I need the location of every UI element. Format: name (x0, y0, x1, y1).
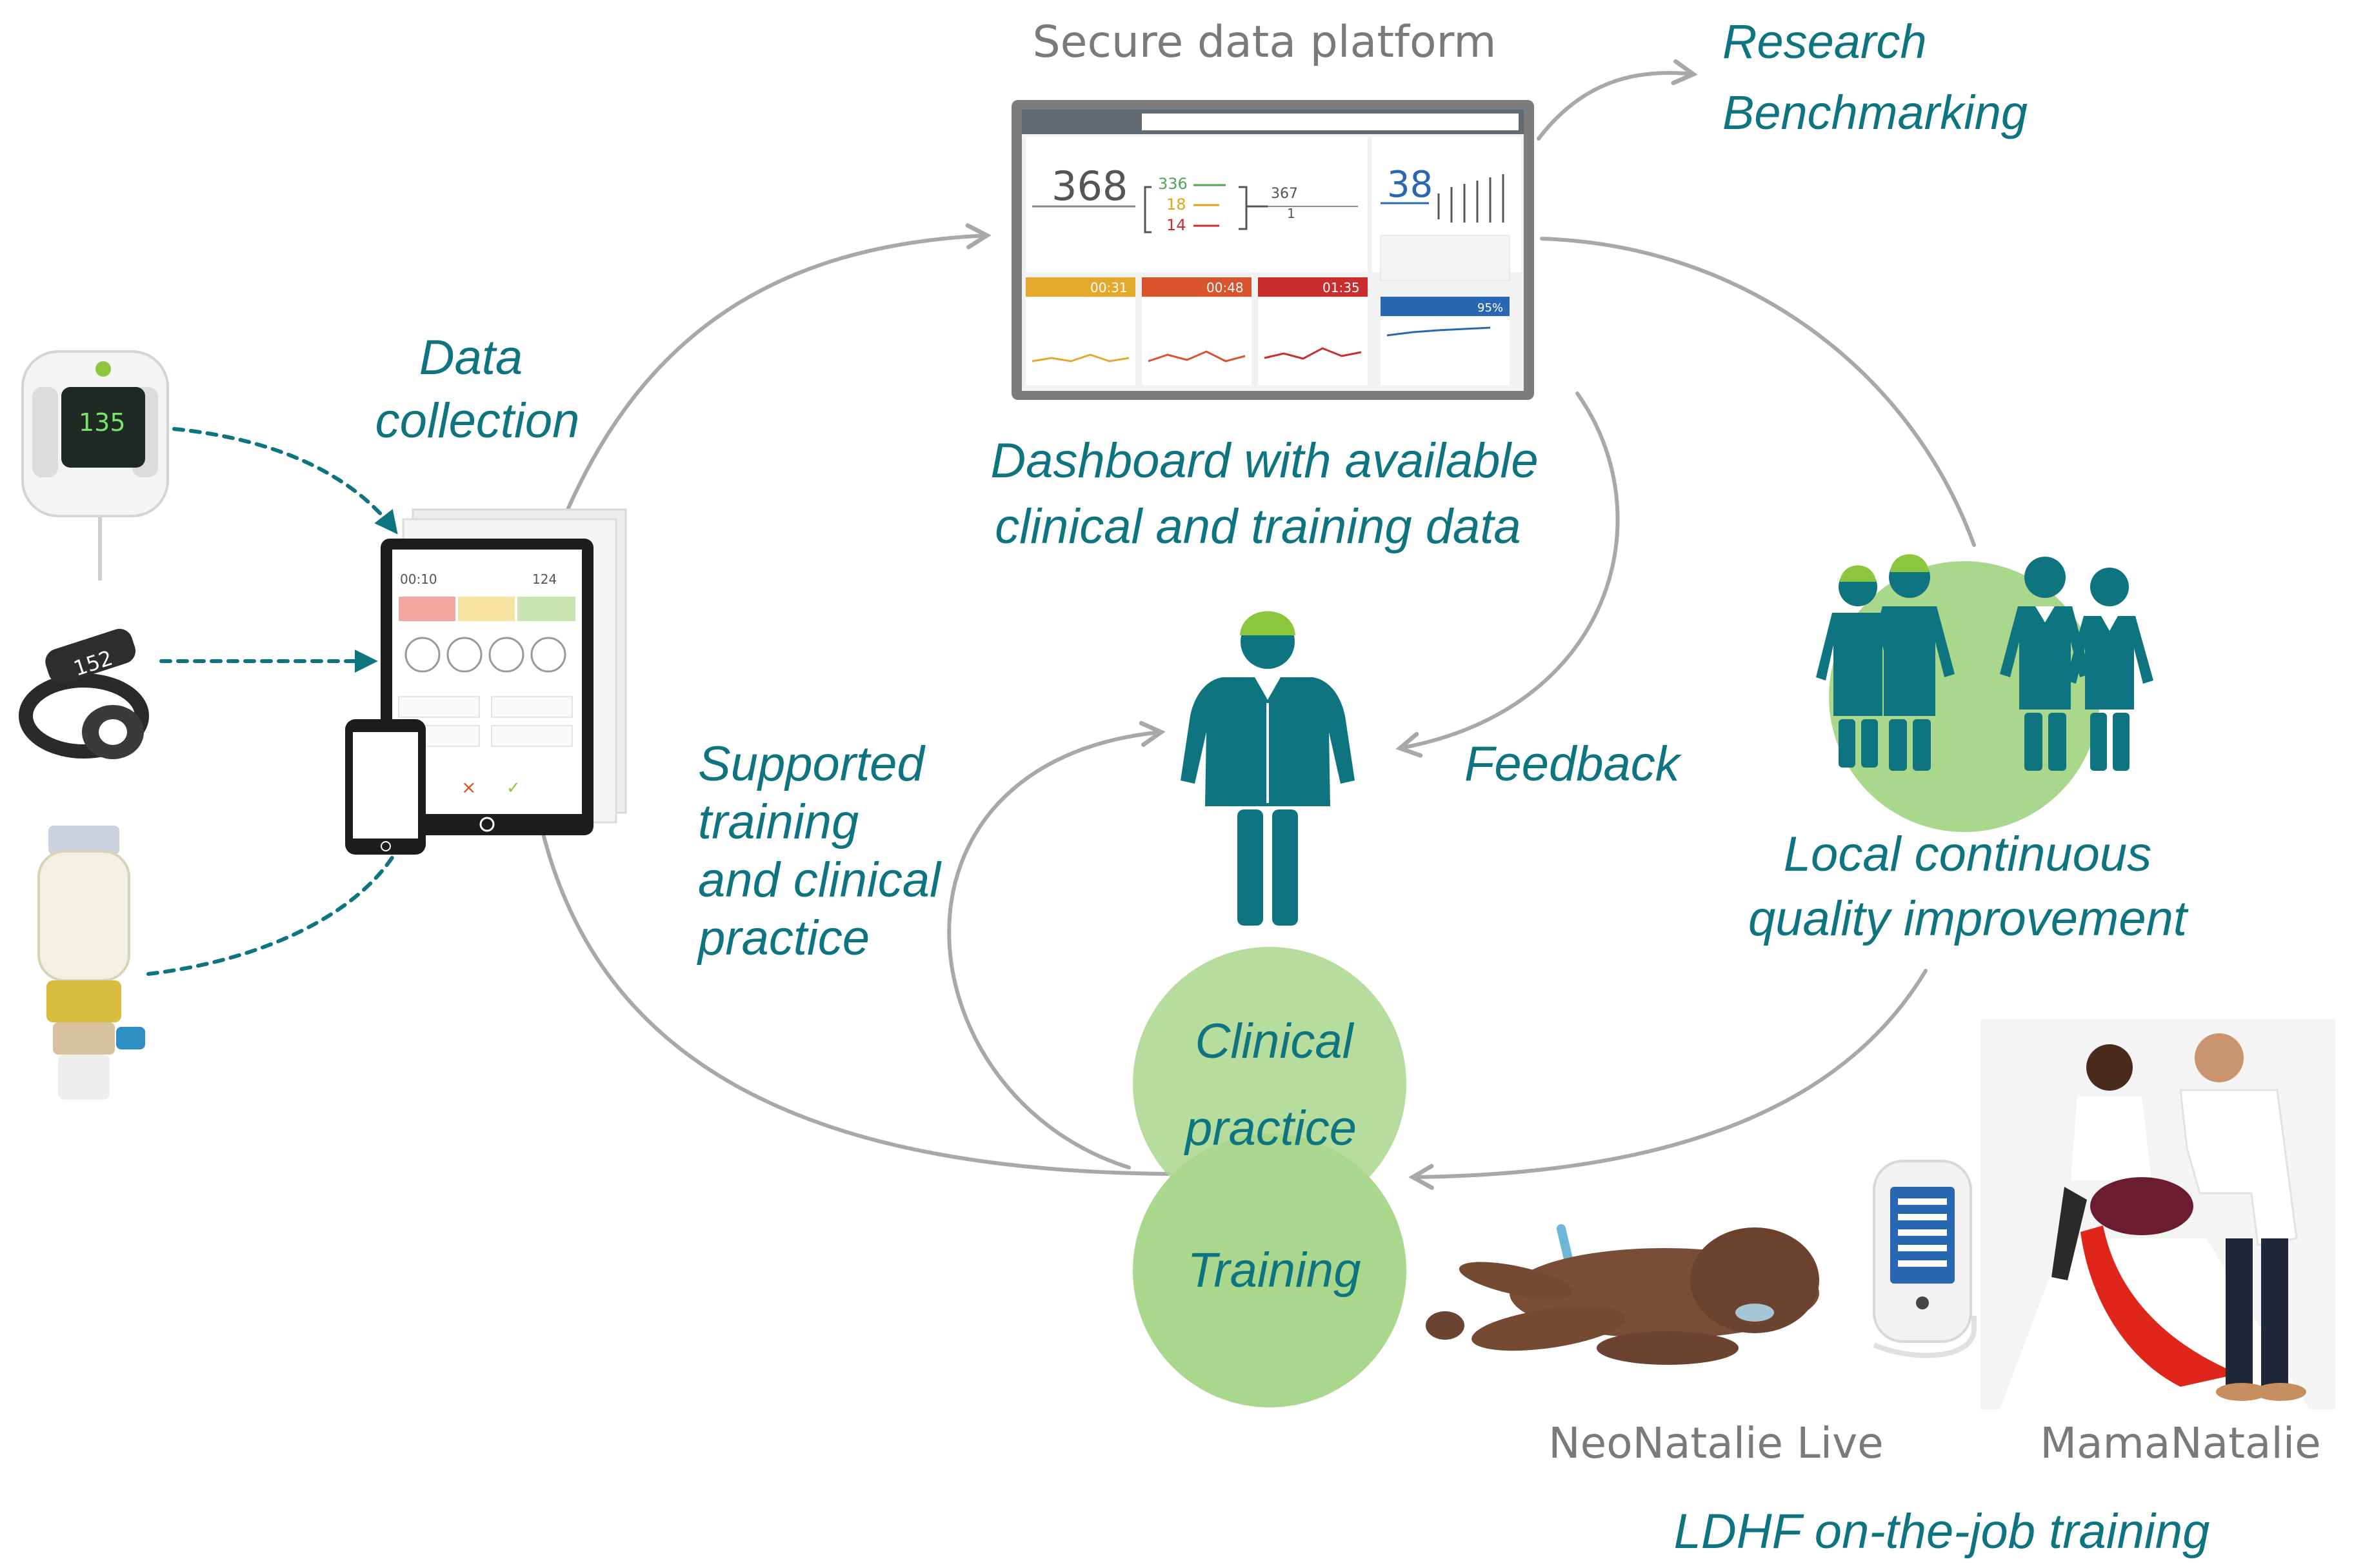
secure-platform-caption: Secure data platform (1032, 17, 1496, 68)
neonatalie-caption: NeoNatalie Live (1548, 1418, 1884, 1468)
dashboard-side-sub: 1 (1287, 206, 1295, 221)
phone-device (345, 719, 426, 855)
dashboard-label-line2: clinical and training data (995, 499, 1521, 554)
mamanatalie-caption: MamaNatalie (2040, 1418, 2321, 1468)
dashboard-monitor: 368 336 18 14 367 1 38 00:31 00 (1012, 100, 1534, 400)
heart-rate-monitor: 135 (21, 350, 169, 581)
local-label-line1: Local continuous (1784, 827, 2151, 882)
practice-training-circles (1133, 947, 1406, 1407)
tablet-count: 124 (532, 571, 557, 587)
dashed-arrow-bag-valve (146, 843, 402, 976)
dashed-arrow-heart-monitor (172, 427, 398, 535)
training-monitor-device (1873, 1160, 1977, 1358)
clinical-label-line1: Clinical (1195, 1014, 1355, 1069)
tablet-device: 00:10 124 × ✓ (381, 508, 627, 835)
dashboard-sub-b: 18 (1166, 195, 1186, 213)
dashboard-percent: 95% (1477, 301, 1503, 315)
arrow-from-tablet (540, 827, 1170, 1176)
dashboard-side-number: 367 (1271, 186, 1298, 202)
clinical-practice-circle (1133, 947, 1406, 1220)
arrow-to-quality (1540, 237, 1976, 547)
dashboard-time-a: 00:31 (1090, 280, 1128, 295)
svg-text:✓: ✓ (506, 779, 521, 798)
bag-valve-device (37, 826, 145, 1100)
benchmarking-label: Benchmarking (1722, 86, 2028, 139)
arrow-to-training (1408, 969, 1928, 1190)
arrow-feedback (1395, 392, 1620, 758)
device-data-arrows (146, 427, 402, 976)
mamanatalie-photo (1980, 1019, 2335, 1409)
wrist-sensor: 152 (19, 628, 149, 759)
arrow-supported (947, 720, 1166, 1169)
training-circle (1133, 1134, 1406, 1407)
supported-label-line3: and clinical (698, 853, 942, 908)
tablet-timer: 00:10 (400, 571, 437, 587)
arrow-to-dashboard (566, 223, 992, 511)
data-collection-label-line2: collection (375, 393, 580, 448)
training-label: Training (1188, 1243, 1361, 1298)
neonatalie-manikin (1426, 1224, 1819, 1365)
dashboard-sub-a: 336 (1158, 175, 1188, 193)
dashboard-label-line1: Dashboard with available (990, 433, 1538, 488)
dashboard-big-number: 368 (1052, 163, 1128, 210)
research-label: Research (1722, 15, 1927, 68)
svg-text:×: × (461, 777, 476, 798)
team-figures (1816, 554, 2153, 771)
supported-label-line2: training (698, 795, 859, 849)
dashboard-training-number: 38 (1387, 164, 1433, 206)
dashboard-time-b: 00:48 (1206, 280, 1244, 295)
arrow-to-research (1537, 59, 1698, 141)
health-worker-figure (1181, 611, 1355, 926)
cycle-arrows (540, 59, 1976, 1190)
feedback-label: Feedback (1464, 737, 1682, 791)
heart-rate-reading: 135 (79, 408, 126, 437)
local-label-line2: quality improvement (1748, 891, 2189, 946)
data-collection-label-line1: Data (419, 330, 523, 385)
dashboard-time-c: 01:35 (1322, 280, 1360, 295)
supported-label-line1: Supported (698, 737, 926, 791)
supported-label-line4: practice (697, 911, 870, 966)
clinical-label-line2: practice (1184, 1101, 1357, 1156)
ldhf-label: LDHF on-the-job training (1674, 1504, 2210, 1559)
dashboard-sub-c: 14 (1166, 216, 1186, 234)
